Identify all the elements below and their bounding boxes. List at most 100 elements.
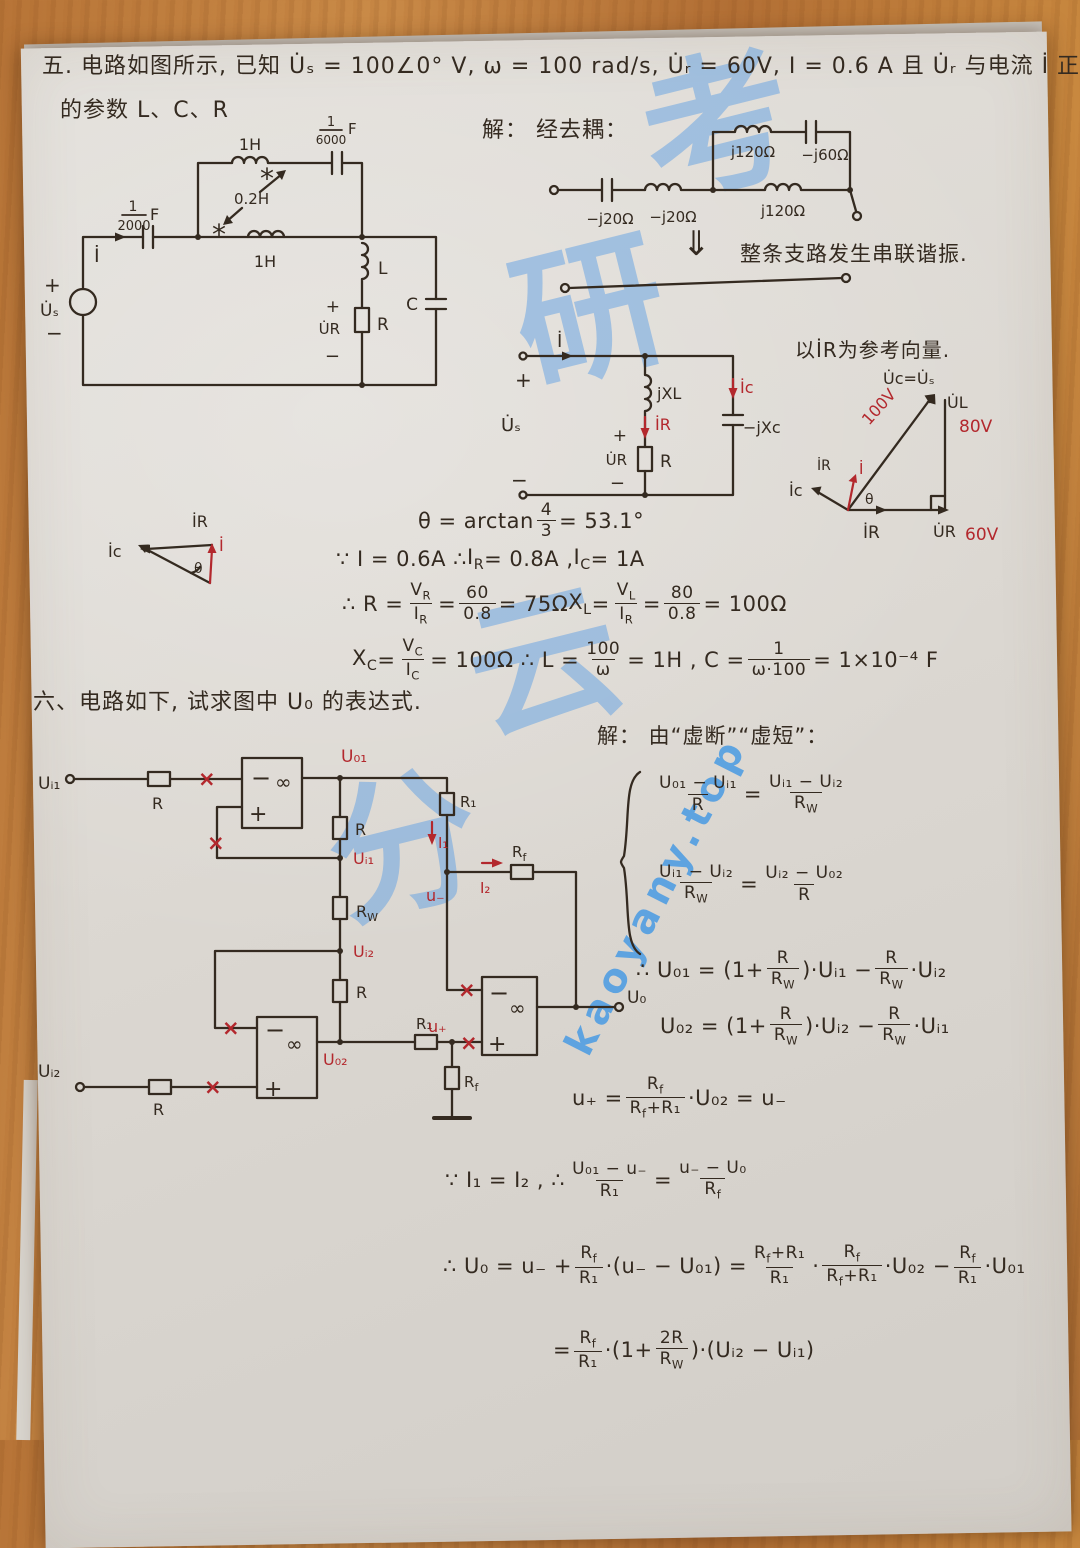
resistor-symbol [331,978,349,1004]
inductor-bottom-symbol [246,229,286,239]
u-minus-label: u₋ [426,886,445,905]
virtual-open-cross: × [460,1031,478,1055]
impedance-label: −j20Ω [649,208,696,226]
i-phasor-label: İ [859,459,863,478]
opamp3-minus: − [489,979,509,1007]
resistor-r1-label: R₁ [416,1015,432,1033]
input2-label: Uᵢ₂ [38,1062,60,1082]
current-label: İ [94,244,100,267]
theta-label: θ [194,561,203,577]
problem6-opamp-circuit-diagram: × × × × × × − ∞ + − ∞ + − ∞ + Uᵢ₁ Uᵢ₂ R … [38,747,646,1120]
u-plus-label: u₊ [428,1017,447,1036]
ur-plus: + [613,426,627,446]
impedance-label: −j60Ω [801,146,848,164]
handwritten-notes: 考 研 云 分 kaoyany.top 五. 电路如图所示, 已知 U̇ₛ = … [33,25,1080,1372]
problem6-statement: 六、电路如下, 试求图中 U₀ 的表达式. [33,690,422,715]
resistor-r-label: R [356,983,367,1002]
source-minus: − [46,321,63,345]
ur-plus: + [326,297,340,317]
current-phasor-diagram: İR İc İ θ [108,512,224,585]
circuit2-wires [548,119,863,294]
resistor-symbol [331,815,349,841]
source-voltage-label: U̇ₛ [40,300,59,321]
u01-node-label: U₀₁ [341,747,367,767]
problem6-solution-heading: 解： 由“虚断”“虚短”： [597,724,829,748]
current-arrow-head [562,351,573,361]
opamp2-plus: + [264,1077,282,1102]
ur-phasor-label: U̇R [933,522,956,541]
mutual-arrow-head [276,170,286,180]
cap-top-unit: F [348,120,357,138]
opamp1-plus: + [249,802,267,827]
phasor-lines [814,396,947,512]
voltage-phasor-diagram: İR U̇R 60V U̇L 80V U̇c=U̇ₛ 100V İc İ İR … [789,369,999,545]
cap-top-num: 1 [327,115,335,130]
cap-value-unit: F [150,205,159,224]
us-value: 100V [858,385,900,429]
impedance-label: −j20Ω [586,210,633,228]
ir-current-label: İR [655,415,671,434]
ir-axis-label: İR [863,522,880,543]
resistor-r1-symbol [438,791,456,817]
opamp3-plus: + [488,1032,506,1057]
resistor-r1-symbol [413,1033,439,1051]
virtual-open-cross: × [207,831,225,855]
resistor-r-label: R [152,794,163,813]
phasor-lines [140,543,214,585]
ic-current-label: İc [740,378,754,397]
cap-value-num: 1 [129,199,138,215]
resistance-R-label: R [660,452,672,472]
resistor-rw-symbol [331,895,349,921]
resistor-r-label: R [355,820,366,839]
virtual-open-cross: × [204,1075,222,1099]
coupling-star: * [260,162,274,195]
resistor-rf-label: Rf [464,1073,479,1094]
cap-top-den: 6000 [316,133,347,147]
reactance-jxc-label: −jXc [743,418,781,437]
capacitance-C-label: C [406,295,418,315]
mutual-inductance-value: 0.2H [234,190,269,208]
i-phasor [208,547,214,585]
ic-phasor-label: İc [108,542,122,561]
virtual-open-cross: × [458,978,476,1002]
ul-value: 80V [959,417,993,437]
i1-label: I₁ [438,834,448,852]
ur-label: U̇R [319,319,340,338]
uc-us-phasor-label: U̇c=U̇ₛ [883,369,935,388]
opamp2-symbol [255,1015,319,1100]
inductor-bottom-value: 1H [254,252,276,271]
ir-phasor-label: İR [192,512,208,531]
inductance-L-label: L [378,259,388,279]
decoupled-circuit-diagram: −j20Ω −j20Ω j120Ω −j60Ω j120Ω [548,119,863,294]
impedance-label: j120Ω [760,202,805,220]
ui1-node-label: Uᵢ₁ [353,849,374,868]
inductor-top-value: 1H [239,135,261,154]
resistor-r-label: R [153,1100,164,1119]
resistor-symbol [147,1078,173,1096]
circuit6-wires [64,756,625,1120]
problem5-statement-line1: 五. 电路如图所示, 已知 U̇ₛ = 100∠0° V, ω = 100 ra… [42,54,1080,79]
fraction-bars [121,129,343,216]
resistor-R-symbol [636,445,654,473]
problem5-solution-heading: 解： 经去耦： [482,118,628,143]
current-arrow-head [115,232,126,242]
capacitor-1-2000F-symbol [141,224,155,250]
i-phasor-label: İ [219,536,224,555]
problem5-statement-line2: 的参数 L、C、R [60,98,229,123]
system-brace [619,770,642,956]
i2-label: I₂ [480,879,490,897]
circuit3-wires [518,351,745,500]
opamp3-infinity: ∞ [509,996,526,1020]
problem5-circuit-diagram: İ 1 2000 F 1H 1 6000 F 1H 0.2H * * + U̇ₛ… [40,115,448,388]
source-minus: − [511,468,528,492]
current-label: İ [557,331,562,352]
resistor-rf-label: Rf [512,843,527,864]
source-plus: + [515,368,532,392]
